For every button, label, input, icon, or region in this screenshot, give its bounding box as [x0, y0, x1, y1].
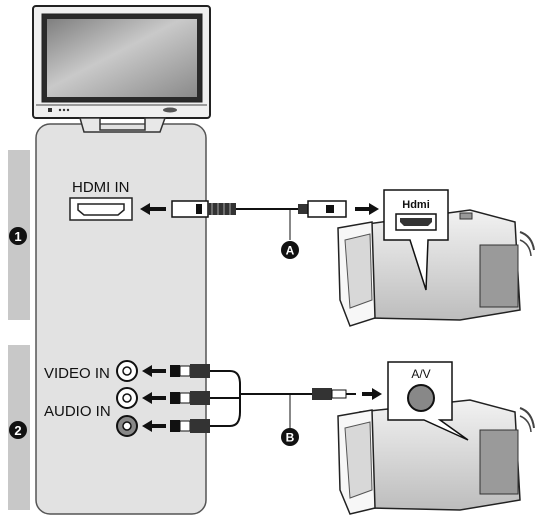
hdmi-tv-arrow — [140, 203, 166, 215]
cable-b-label: B — [286, 431, 295, 445]
step-2-badge: 2 — [9, 421, 27, 439]
cable-a-label: A — [286, 244, 295, 258]
tv-hdmi-port — [69, 197, 133, 221]
camera-hdmi-logo: Hdmi — [402, 199, 430, 211]
camcorder-2-icon — [337, 399, 535, 515]
audio-jack-white — [116, 387, 138, 409]
av-camera-arrow — [362, 388, 382, 400]
video-in-label: VIDEO IN — [44, 365, 110, 382]
hdmi-in-label: HDMI IN — [72, 179, 130, 196]
rca-jack-icon — [116, 360, 138, 382]
audio-in-label: AUDIO IN — [44, 403, 111, 420]
av-cable-icon — [170, 364, 356, 433]
tv-icon — [32, 5, 211, 133]
cable-a-badge: A — [281, 241, 299, 259]
hdmi-cable-icon — [171, 200, 347, 218]
step-2-number: 2 — [14, 423, 21, 438]
step-1-badge: 1 — [9, 227, 27, 245]
step-1-number: 1 — [14, 229, 21, 244]
rca-arrows — [142, 365, 166, 432]
cable-b-badge: B — [281, 428, 299, 446]
camera-av-label: A/V — [411, 367, 430, 381]
hdmi-camera-arrow — [355, 203, 379, 215]
audio-jack-red — [116, 415, 138, 437]
camera-hdmi-callout: Hdmi — [383, 189, 449, 291]
camera-av-callout: A/V — [387, 361, 469, 441]
tv-back-panel — [35, 123, 207, 515]
